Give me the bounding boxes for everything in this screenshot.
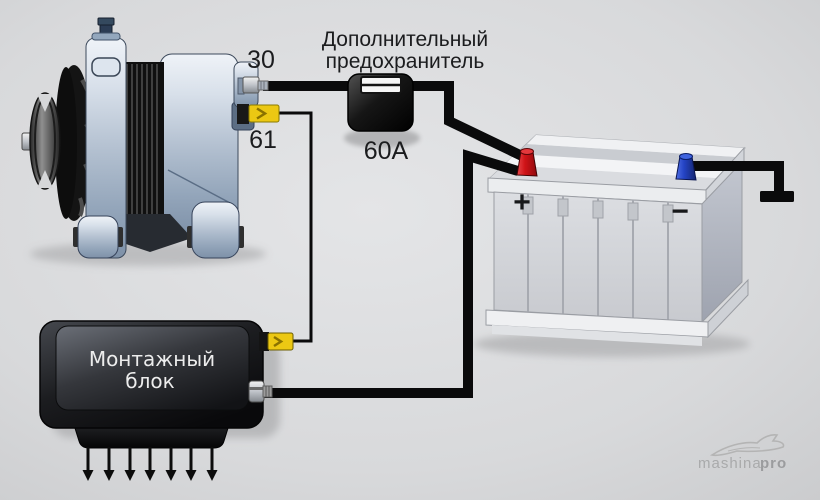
fuse-rating-label: 60A [364,137,409,165]
alternator-stator-ribs [122,62,164,216]
alternator-housing-crease [167,169,233,205]
battery-lid-ledge [490,165,716,191]
battery-negative-terminal [675,153,697,181]
alternator-underside [126,214,192,252]
fuse-note-line2: предохранитель [326,50,485,73]
alternator-bracket-eye [91,57,121,77]
wire-battery-to-mounting-block [262,149,520,398]
mounting-block-stud-icon [248,380,273,403]
battery-base-side [707,278,749,339]
fuse [344,73,420,148]
wire-negative-to-ground [688,161,784,193]
terminal-30-label: 30 [247,46,275,74]
battery-lid-back [527,135,745,157]
battery-lid-panel [504,154,727,178]
car-logo-icon [709,434,785,457]
battery-plus-sign: + [513,186,531,219]
fuse-element-icon [360,76,402,94]
battery-minus-sign: − [671,195,689,228]
watermark-name: mashina [698,455,762,472]
chevron-right-icon [273,335,284,348]
fuse-shadow [344,128,420,148]
battery-side-face [701,160,743,324]
mounting-block-61-connector-icon [259,332,294,351]
alternator [21,17,266,266]
battery-foot [492,325,702,346]
mounting-block-label-line2: блок [125,369,174,393]
terminal-61-connector-icon [237,104,280,124]
output-arrows [82,447,218,481]
fuse-note-line1: Дополнительный [322,28,488,51]
mounting-block-panel [55,325,250,411]
alternator-pulley-icon [21,92,61,190]
battery-positive-terminal [516,148,538,177]
mounting-block: Монтажный блок [39,320,280,481]
terminal-30-stud-icon [237,76,269,95]
chevron-right-icon [256,107,268,120]
terminal-61-label: 61 [249,126,277,154]
battery-cell-tabs [522,196,674,223]
watermark: mashina pro [698,434,787,472]
alternator-mounting-lugs [73,201,244,259]
adjustment-bolt-icon [91,17,121,41]
watermark-suffix: pro [760,455,787,472]
mounting-block-label-line1: Монтажный [89,347,215,371]
wire-terminal61-to-mounting-block [279,111,313,343]
ground-icon [760,191,794,202]
